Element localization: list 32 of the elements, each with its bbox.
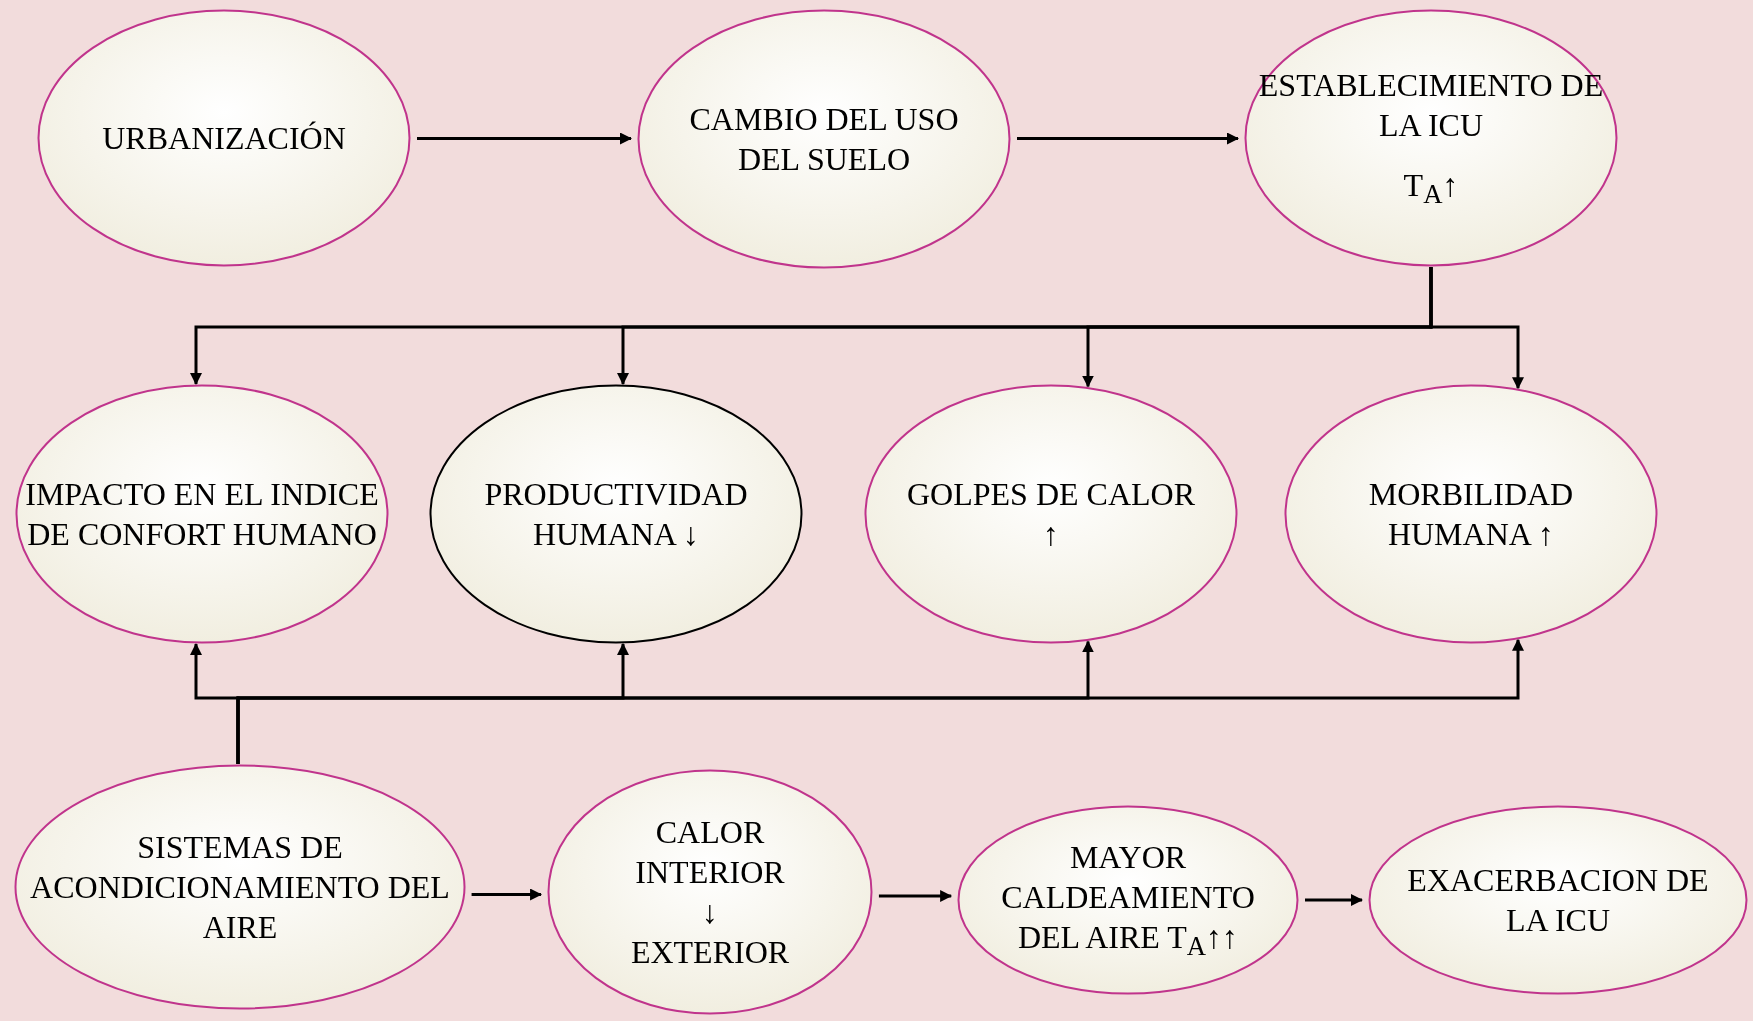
node-label: CALOR INTERIOR bbox=[634, 813, 786, 892]
node-label: MORBILIDAD HUMANA ↑ bbox=[1367, 475, 1575, 554]
node-label: ↓ bbox=[702, 893, 718, 932]
process-ellipse bbox=[15, 384, 389, 644]
arrow bbox=[471, 888, 543, 901]
node-label: ESTABLECIMIENTO DE LA ICU bbox=[1257, 65, 1605, 145]
node-label: T$_{A}$↑ bbox=[1403, 165, 1459, 212]
process-ellipse bbox=[1284, 384, 1658, 644]
arrow bbox=[878, 890, 953, 902]
node-label: SISTEMAS DE ACONDICIONAMIENTO DEL AIRE bbox=[29, 828, 451, 947]
process-ellipse bbox=[957, 805, 1299, 995]
process-ellipse bbox=[37, 9, 411, 267]
node-label: URBANIZACIÓN bbox=[102, 119, 346, 158]
node-label: PRODUCTIVIDAD HUMANA ↓ bbox=[483, 475, 749, 554]
node-label: GOLPES DE CALOR ↑ bbox=[906, 475, 1196, 554]
arrow bbox=[236, 638, 1524, 764]
node-label: IMPACTO EN EL INDICE DE CONFORT HUMANO bbox=[24, 475, 380, 554]
arrow bbox=[1305, 894, 1363, 906]
node-label: CAMBIO DEL USO DEL SUELO bbox=[688, 100, 960, 179]
arrow bbox=[1429, 267, 1524, 390]
process-ellipse bbox=[429, 384, 803, 644]
node-label: EXACERBACION DE LA ICU bbox=[1406, 861, 1710, 940]
node-label: EXTERIOR bbox=[630, 933, 790, 972]
process-ellipse bbox=[547, 769, 873, 1015]
process-ellipse bbox=[1244, 9, 1618, 267]
arrow bbox=[1017, 132, 1239, 145]
process-ellipse bbox=[864, 384, 1238, 644]
process-ellipse bbox=[637, 9, 1011, 269]
process-ellipse bbox=[1368, 805, 1748, 995]
node-label: MAYOR CALDEAMIENTO DEL AIRE T$_{A}$↑↑ bbox=[1000, 837, 1256, 964]
process-ellipse bbox=[14, 764, 466, 1010]
arrow bbox=[417, 132, 632, 145]
